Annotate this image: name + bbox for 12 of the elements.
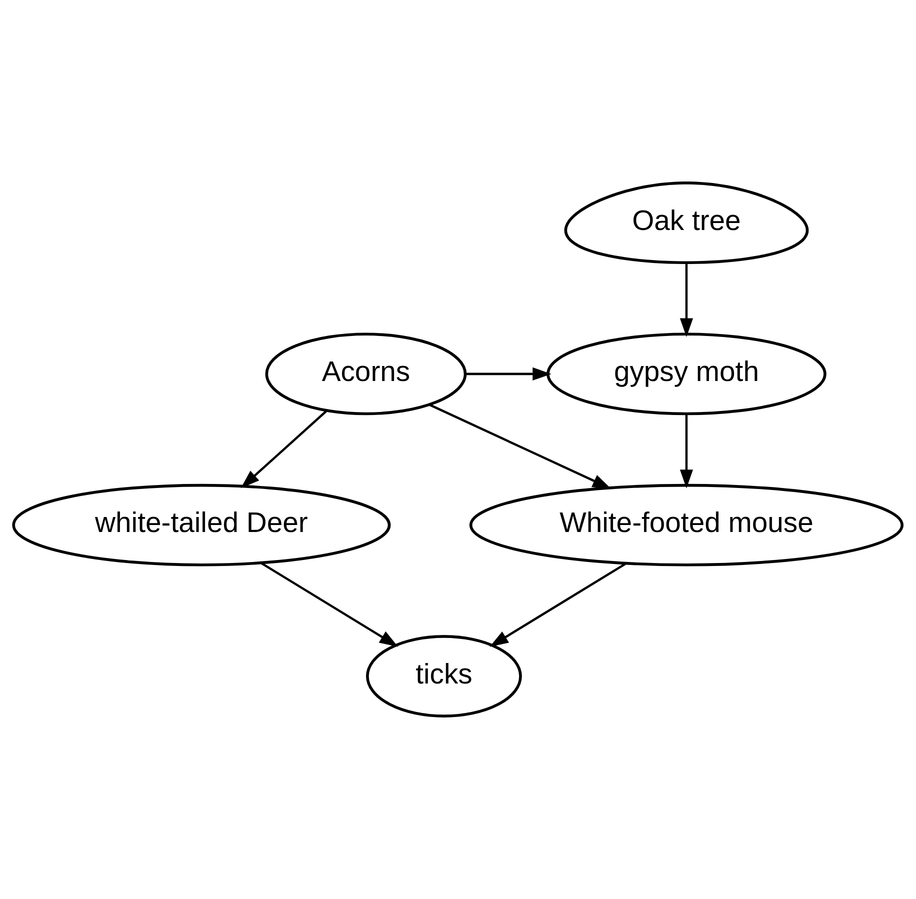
node-ellipse: Acorns <box>265 332 467 416</box>
arrow <box>260 562 398 647</box>
arrow <box>240 410 328 488</box>
arrow <box>466 367 552 380</box>
node-ellipse: White-footed mouse <box>469 484 904 566</box>
node-ellipse: white-tailed Deer <box>12 484 391 566</box>
arrow <box>680 414 694 488</box>
arrow <box>490 562 626 647</box>
node-ellipse: ticks <box>366 635 522 718</box>
arrow <box>680 262 694 338</box>
arrow <box>429 404 612 489</box>
node-ellipse: gypsy moth <box>546 332 826 416</box>
